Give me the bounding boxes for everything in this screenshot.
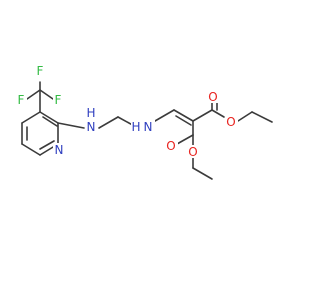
bond	[176, 134, 194, 145]
amine-hydrogen-label: H	[131, 120, 140, 134]
oxygen-label: O	[208, 90, 217, 104]
atom-labels: F F F N N H N H O O O O	[16, 64, 238, 159]
bond	[237, 111, 253, 122]
bond	[211, 109, 225, 118]
amine-nitrogen-label: N	[87, 120, 96, 134]
amine-hydrogen-label: H	[86, 106, 95, 120]
bond	[192, 109, 213, 122]
bond	[26, 89, 41, 100]
bond	[21, 111, 41, 124]
pyridine-nitrogen-label: N	[55, 143, 64, 157]
bond	[21, 143, 41, 156]
bond	[154, 109, 175, 122]
fluorine-label: F	[18, 93, 25, 107]
fluorine-label: F	[37, 64, 44, 78]
oxygen-label: O	[226, 115, 235, 129]
bond	[39, 89, 54, 100]
fluorine-label: F	[55, 93, 62, 107]
bond	[251, 111, 273, 123]
bond	[175, 115, 192, 126]
bond	[173, 109, 194, 122]
molecule-structure: F F F N N H N H O O O O	[16, 64, 273, 180]
bond	[39, 140, 55, 150]
oxygen-label: O	[188, 145, 197, 159]
bond	[98, 116, 119, 129]
bond	[192, 167, 213, 180]
bond	[57, 122, 85, 129]
amine-nitrogen-label: N	[144, 120, 153, 134]
bond	[42, 116, 58, 127]
oxygen-label: O	[166, 139, 175, 153]
bond	[39, 111, 59, 124]
